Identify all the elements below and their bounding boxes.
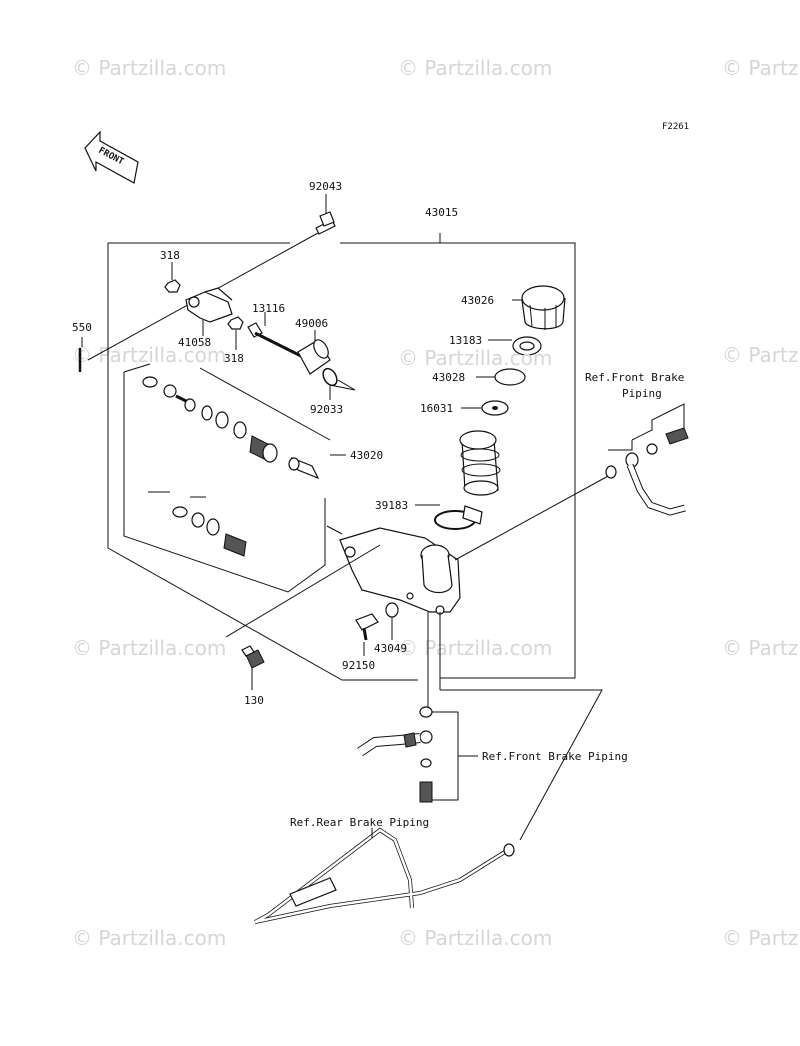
front-brake-piping-ref-1: [454, 403, 689, 561]
watermarks: © Partzilla.com © Partzilla.com © Partzi…: [72, 56, 800, 950]
label-318-top: 318: [160, 249, 180, 262]
nut-318-top: [164, 262, 181, 293]
assembly-outline-43015: [107, 233, 576, 681]
reservoir-bellows: [459, 430, 501, 496]
label-92033: 92033: [310, 403, 343, 416]
part-labels: 92043 43015 318 550 41058 318 13116 4900…: [72, 180, 494, 707]
boot-49006: [297, 330, 331, 375]
label-43020: 43020: [350, 449, 383, 462]
label-550: 550: [72, 321, 92, 334]
circlip-92033: [322, 367, 356, 400]
reservoir-cap-43026: [512, 285, 566, 330]
label-13116: 13116: [252, 302, 285, 315]
label-92043: 92043: [309, 180, 342, 193]
piston-kit-43020: [142, 376, 320, 557]
assembly-outline-43020: [123, 363, 346, 593]
bolt-130: [225, 544, 381, 690]
label-43049: 43049: [374, 642, 407, 655]
pin-550: [78, 337, 83, 372]
watermark-text: © Partzilla.com: [398, 56, 552, 80]
watermark-text: © Partzilla.com: [722, 926, 800, 950]
front-arrow-icon: FRONT: [84, 130, 139, 184]
label-130: 130: [244, 694, 264, 707]
master-cylinder-body: [326, 525, 461, 615]
watermark-text: © Partzilla.com: [72, 926, 226, 950]
ref-front-brake-piping-1: Ref.Front Brake: [585, 371, 684, 384]
ref-front-brake-piping-1-line2: Piping: [622, 387, 662, 400]
watermark-text: © Partzilla.com: [72, 56, 226, 80]
washer-43049: [385, 602, 399, 640]
watermark-text: © Partzilla.com: [722, 636, 800, 660]
push-rod-13116: [247, 312, 306, 360]
clamp-39183: [415, 504, 483, 530]
ref-front-brake-piping-2: Ref.Front Brake Piping: [482, 750, 628, 763]
rear-brake-piping: [254, 612, 603, 924]
plate-43028: [476, 368, 526, 386]
label-43015: 43015: [425, 206, 458, 219]
bolt-92043: [87, 194, 336, 361]
label-41058: 41058: [178, 336, 211, 349]
label-13183: 13183: [449, 334, 482, 347]
ref-rear-brake-piping: Ref.Rear Brake Piping: [290, 816, 429, 829]
label-43028: 43028: [432, 371, 465, 384]
label-49006: 49006: [295, 317, 328, 330]
label-39183: 39183: [375, 499, 408, 512]
label-16031: 16031: [420, 402, 453, 415]
watermark-text: © Partzilla.com: [398, 636, 552, 660]
label-43026: 43026: [461, 294, 494, 307]
clevis-41058: [185, 287, 233, 336]
label-318-lower: 318: [224, 352, 244, 365]
watermark-text: © Partzilla.com: [722, 56, 800, 80]
ring-13183: [488, 336, 542, 356]
front-brake-piping-ref-2: [357, 612, 478, 803]
center-watermark: © Partzilla.com: [398, 346, 552, 370]
label-92150: 92150: [342, 659, 375, 672]
figure-code: F2261: [662, 122, 689, 132]
watermark-text: © Partzilla.com: [722, 343, 800, 367]
bleeder-92150: [355, 613, 379, 656]
nut-318-lower: [227, 316, 244, 350]
reference-labels: Ref.Front Brake Piping Ref.Front Brake P…: [290, 371, 684, 829]
diaphragm-16031: [461, 400, 509, 416]
watermark-text: © Partzilla.com: [398, 926, 552, 950]
watermark-text: © Partzilla.com: [72, 636, 226, 660]
